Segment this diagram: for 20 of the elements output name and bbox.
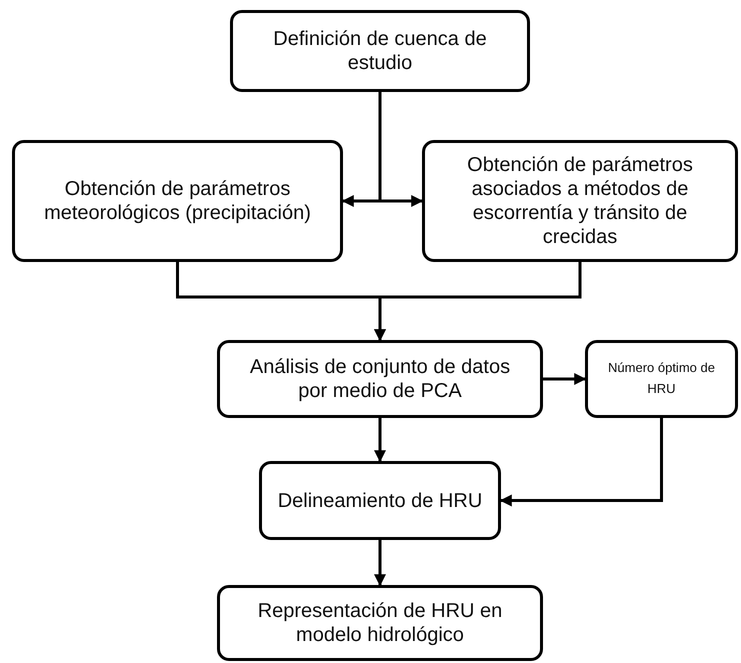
arrow [374,262,582,342]
arrow [374,540,386,586]
process-box [585,340,738,418]
process-box [217,340,543,418]
box-label: Delineamiento de HRU [278,488,482,512]
process-box [217,585,543,661]
arrow [374,418,386,462]
process-box [259,461,501,540]
arrow [378,92,424,207]
arrow [543,373,586,385]
box-label: Definición de cuenca de estudio [272,27,488,75]
box-label: Representación de HRU en modelo hidrológico [256,599,504,647]
process-box [422,140,738,262]
arrow [500,418,663,506]
process-box [230,10,530,92]
box-label: Obtención de parámetros asociados a métodos de escorrentía y tránsito de crecidas [466,153,694,249]
box-label: Análisis de conjunto de datos por medio de PCA [248,355,512,403]
box-label: Número óptimo de HRU [607,359,716,398]
box-label: Obtención de parámetros meteorológicos (precipitación) [43,177,312,225]
process-box [12,140,343,262]
